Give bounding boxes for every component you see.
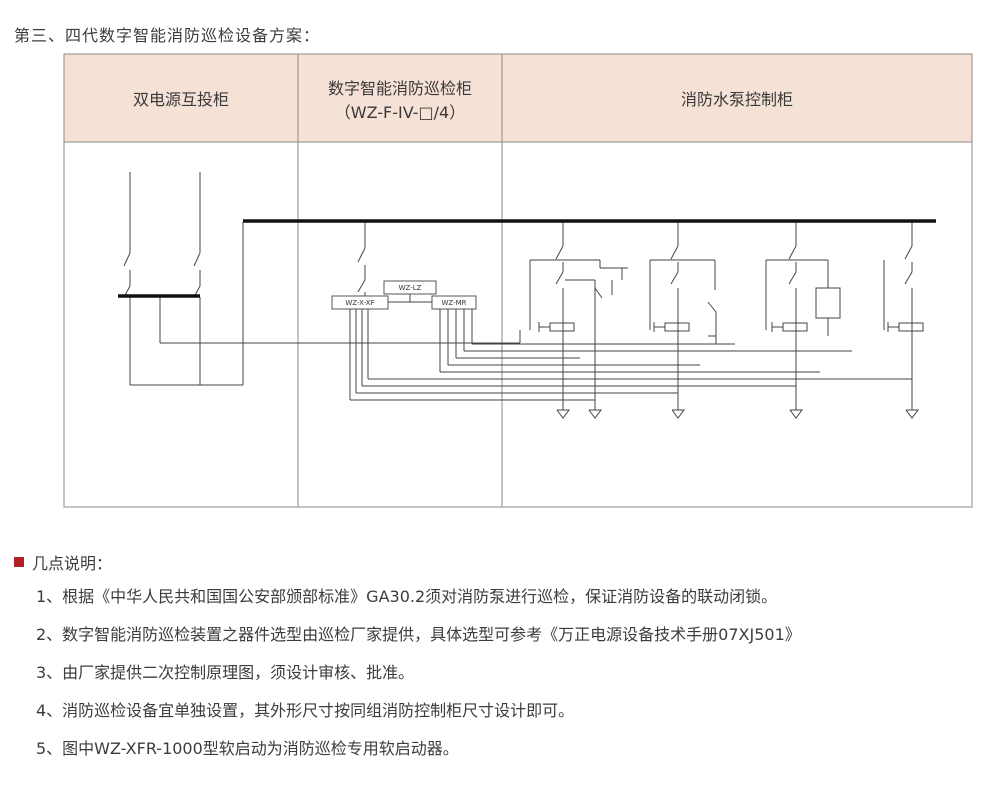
schematic-diagram: 双电源互投柜 数字智能消防巡检柜 （WZ-F-IV-□/4） 消防水泵控制柜 [63, 53, 973, 508]
column-header-transfer-cabinet: 双电源互投柜 [133, 90, 229, 109]
notes-section: 几点说明： 1、根据《中华人民共和国国公安部颁部标准》GA30.2须对消防泵进行… [14, 550, 1000, 776]
column-header-patrol-cabinet: 数字智能消防巡检柜 [328, 79, 472, 98]
note-item: 2、数字智能消防巡检装置之器件选型由巡检厂家提供，具体选型可参考《万正电源设备技… [36, 625, 801, 644]
notes-list: 1、根据《中华人民共和国国公安部颁部标准》GA30.2须对消防泵进行巡检，保证消… [14, 586, 1000, 776]
note-item: 1、根据《中华人民共和国国公安部颁部标准》GA30.2须对消防泵进行巡检，保证消… [36, 587, 778, 606]
pump-unit-3 [765, 222, 841, 419]
column-header-pump-cabinet: 消防水泵控制柜 [681, 90, 793, 109]
note-item: 5、图中WZ-XFR-1000型软启动为消防巡检专用软启动器。 [36, 739, 459, 758]
table-header-background [64, 54, 972, 142]
notes-bullet-icon [14, 557, 24, 567]
wiring [123, 172, 924, 419]
wz-lz-label: WZ-LZ [399, 284, 422, 292]
note-item: 3、由厂家提供二次控制原理图，须设计审核、批准。 [36, 663, 415, 682]
pump-unit-4 [883, 222, 924, 419]
wz-mr-label: WZ-MR [441, 299, 466, 307]
column-header-patrol-cabinet-model: （WZ-F-IV-□/4） [335, 103, 465, 122]
page-title: 第三、四代数字智能消防巡检设备方案： [14, 26, 321, 45]
pump-unit-1 [529, 222, 628, 419]
table-frame [63, 53, 973, 508]
note-item: 4、消防巡检设备宜单独设置，其外形尺寸按同组消防控制柜尺寸设计即可。 [36, 701, 575, 720]
notes-heading: 几点说明： [32, 554, 113, 573]
wz-xf-label: WZ-X-XF [345, 299, 374, 307]
pump-unit-2 [649, 222, 717, 419]
